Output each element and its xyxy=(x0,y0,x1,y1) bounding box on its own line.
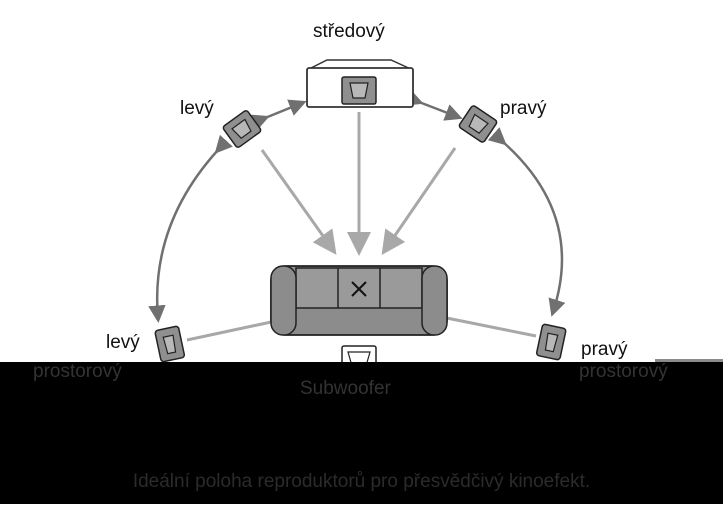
band-edge-divider xyxy=(655,359,723,362)
label-front-right: pravý xyxy=(500,98,547,119)
arrow-left-center xyxy=(250,99,307,131)
rear-left-speaker xyxy=(154,325,186,363)
center-speaker xyxy=(306,59,414,108)
sofa-icon xyxy=(270,265,448,336)
label-subwoofer: Subwoofer xyxy=(300,378,391,399)
label-rear-right-surround: prostorový xyxy=(579,361,668,382)
label-center: středový xyxy=(313,21,385,42)
arrow-front-right xyxy=(381,147,457,255)
arrow-front-left xyxy=(260,149,337,255)
front-left-speaker xyxy=(222,110,262,148)
arc-right xyxy=(487,127,566,317)
spacing-arrows xyxy=(148,89,566,323)
label-rear-right: pravý xyxy=(581,339,628,360)
rear-right-speaker xyxy=(535,323,567,361)
label-rear-left-surround: prostorový xyxy=(33,361,122,382)
front-right-speaker xyxy=(458,105,498,143)
label-rear-left: levý xyxy=(106,332,140,353)
speaker-icon xyxy=(341,76,377,105)
label-front-left: levý xyxy=(180,98,214,119)
arc-left xyxy=(148,134,233,323)
arrow-center-right xyxy=(404,89,463,121)
diagram-caption: Ideální poloha reproduktorů pro přesvědč… xyxy=(132,471,591,492)
listener-x-icon xyxy=(351,281,367,297)
black-overlay-band xyxy=(0,362,723,504)
